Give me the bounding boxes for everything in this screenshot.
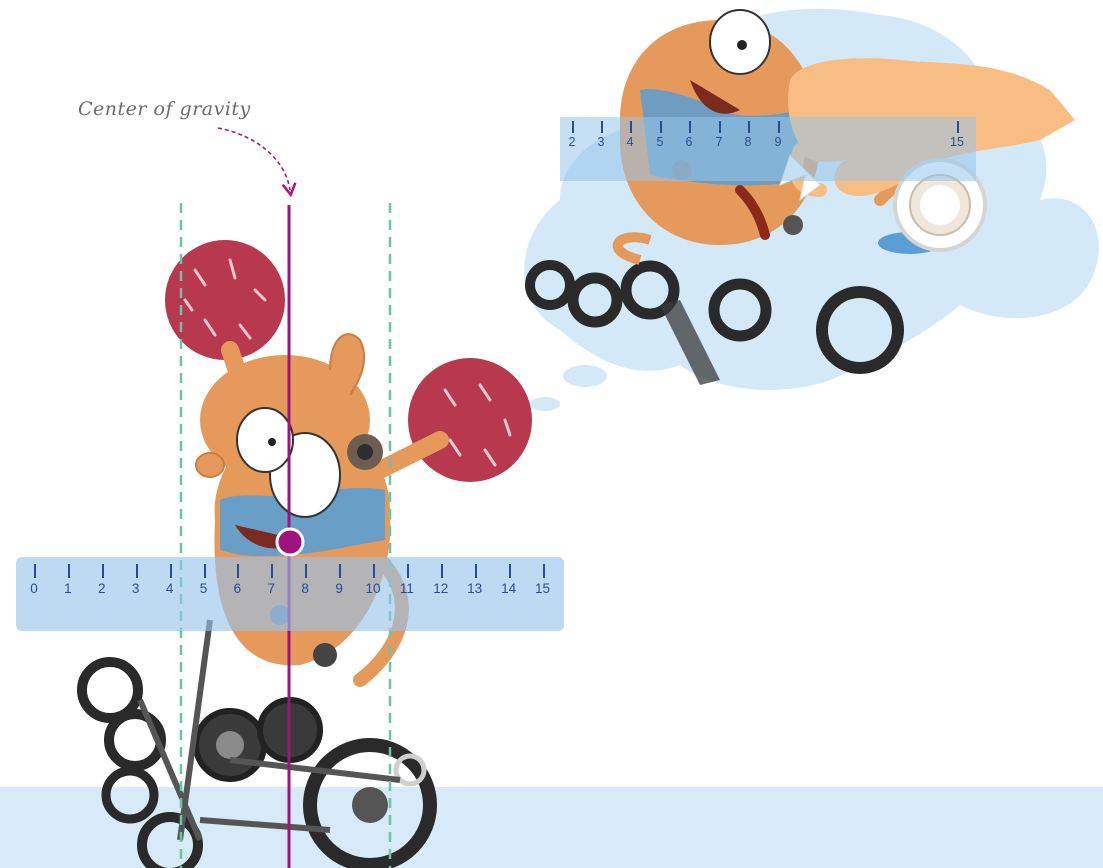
- ruler-tick: [34, 564, 36, 578]
- ruler-tick: [169, 564, 172, 578]
- bubble-ruler-tick-label: 5: [656, 135, 664, 149]
- ruler-tick-label: 12: [433, 581, 449, 596]
- eye-small: [236, 407, 294, 473]
- bubble-dot-large: [563, 365, 607, 387]
- ruler-tick: [101, 564, 104, 578]
- ruler-tick-label: 11: [399, 581, 414, 596]
- ruler-bubble: 2 3 4 5 6 7 8 9 15: [560, 117, 976, 181]
- center-of-gravity-point: [275, 527, 305, 557]
- main-character: [77, 240, 532, 868]
- ruler-tick: [474, 564, 477, 578]
- bubble-ruler-tick-label: 6: [685, 135, 693, 149]
- ruler-tick-label: 7: [267, 581, 276, 596]
- ruler-tick-label: 3: [131, 581, 140, 596]
- pompom-right: [408, 358, 532, 482]
- ruler-tick-label: 1: [64, 581, 72, 596]
- ruler-tick-label: 2: [98, 581, 106, 596]
- annotation-arrow: [217, 127, 297, 198]
- bubble-ruler-tick-label: 4: [626, 135, 634, 149]
- ruler-tick: [440, 564, 443, 578]
- ruler-tick-label: 9: [335, 581, 343, 596]
- bubble-ruler-tick: [748, 121, 750, 133]
- ruler-tick-label: 14: [501, 581, 517, 596]
- ruler-tick: [542, 564, 545, 578]
- ruler-tick: [67, 564, 70, 578]
- bubble-ruler-tick: [660, 121, 662, 133]
- ruler-tick-label: 8: [301, 581, 309, 596]
- bubble-ruler-tick-label: 3: [597, 135, 605, 149]
- ruler-tick-label: 13: [467, 581, 483, 596]
- ruler-tick: [237, 564, 240, 578]
- ruler-tick: [508, 564, 511, 578]
- bubble-ruler-tick: [689, 121, 691, 133]
- bubble-ruler-tick-label: 15: [950, 135, 964, 149]
- bubble-ruler-tick: [778, 121, 780, 133]
- bubble-ruler-tick-label: 9: [774, 135, 782, 149]
- ruler-tick-label: 10: [365, 581, 381, 596]
- bubble-ruler-tick: [719, 121, 721, 133]
- ruler-tick-label: 6: [233, 581, 242, 596]
- ruler-tick-label: 5: [199, 581, 208, 596]
- ruler-tick: [203, 564, 206, 578]
- ruler-tick: [305, 564, 308, 578]
- ruler-tick: [135, 564, 138, 578]
- bubble-ruler-tick: [630, 121, 632, 133]
- bubble-ruler-tick: [601, 121, 603, 133]
- bubble-ruler-tick-label: 2: [568, 135, 576, 149]
- bubble-dot-small: [530, 397, 560, 411]
- ruler-tick-label: 15: [534, 581, 551, 596]
- ruler-tick: [271, 564, 274, 578]
- ruler-tick-label: 0: [30, 581, 38, 596]
- pompom-left: [165, 240, 285, 360]
- bubble-ruler-tick-label: 8: [744, 135, 752, 149]
- center-of-gravity-label: Center of gravity: [78, 98, 251, 120]
- bubble-ruler-tick: [957, 121, 959, 133]
- bubble-ruler-tick: [572, 121, 574, 133]
- ruler-tick-label: 4: [165, 581, 174, 596]
- ruler-tick: [339, 564, 342, 578]
- ruler-tick: [373, 564, 375, 578]
- ruler-tick: [406, 564, 409, 578]
- bubble-ruler-tick-label: 7: [715, 135, 723, 149]
